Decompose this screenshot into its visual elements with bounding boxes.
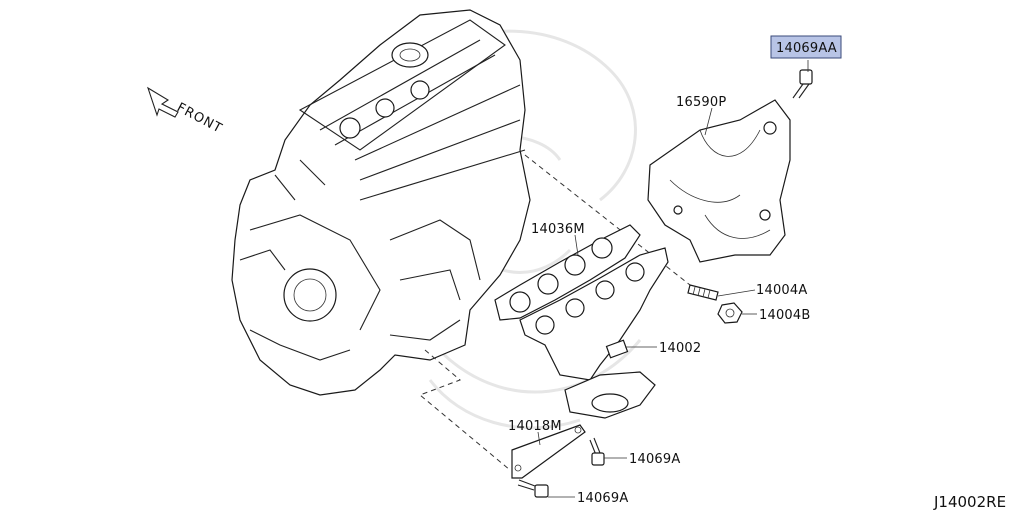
leader-dash-lower (419, 349, 511, 471)
bolt-upper (589, 437, 605, 466)
callout-14036M[interactable]: 14036M (531, 222, 585, 237)
callout-16590P[interactable]: 16590P (676, 95, 726, 110)
exhaust-gasket (494, 224, 641, 321)
heat-insulator-bolt (792, 69, 813, 99)
nut (717, 302, 743, 324)
callout-14069A-upper[interactable]: 14069A (629, 452, 680, 467)
front-label: FRONT (174, 100, 225, 136)
callout-14002[interactable]: 14002 (659, 341, 701, 356)
exhaust-manifold (519, 247, 669, 419)
callout-14069A-lower[interactable]: 14069A (577, 491, 628, 506)
front-arrow (147, 86, 179, 118)
manifold-bracket (511, 424, 586, 479)
heat-insulator (647, 99, 791, 263)
callout-14004A[interactable]: 14004A (756, 283, 807, 298)
engine-block (231, 9, 531, 396)
callout-14069AA[interactable]: 14069AA (776, 41, 837, 56)
bolt-lower (517, 479, 549, 498)
stud (687, 284, 719, 301)
callout-14004B[interactable]: 14004B (759, 308, 810, 323)
reference-code: J14002RE (933, 493, 1006, 511)
callout-leaders (537, 60, 809, 498)
callout-highlight-box (770, 35, 842, 59)
callout-14018M[interactable]: 14018M (508, 419, 562, 434)
